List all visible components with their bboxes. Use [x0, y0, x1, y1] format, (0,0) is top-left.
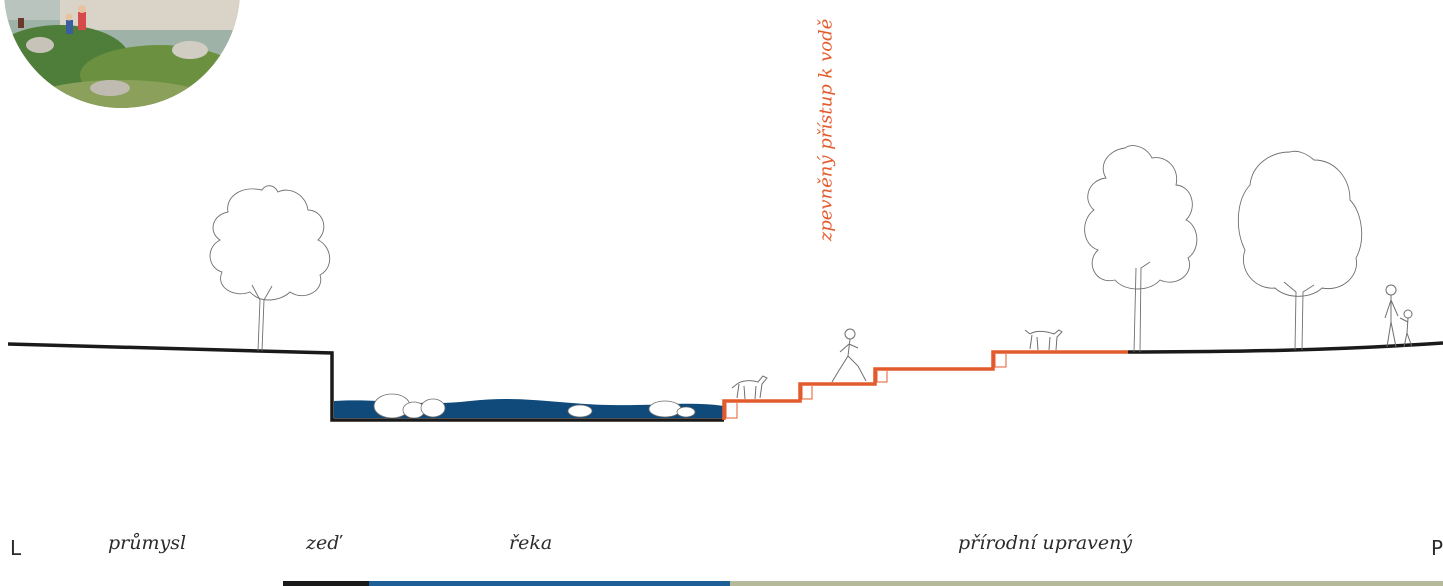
- water-access-label: zpevněný přístup k vodě: [815, 18, 837, 242]
- zone-label-river: řeka: [509, 532, 553, 554]
- photo-inset: [4, 0, 240, 108]
- zone-label-industry: průmysl: [108, 532, 187, 554]
- step-risers: [725, 354, 1007, 419]
- ground-right: [1127, 341, 1443, 354]
- water-access-steps: [722, 350, 1128, 420]
- family-icon: [1384, 284, 1413, 348]
- right-bank-marker: P: [1431, 536, 1443, 560]
- zone-label-wall: zeď: [306, 532, 340, 554]
- ground-left: [7, 342, 724, 422]
- left-bank-marker: L: [10, 536, 22, 560]
- legend-bar-natural: [730, 581, 1443, 586]
- legend-bar-river: [369, 581, 730, 586]
- tree-icon: [1237, 150, 1363, 351]
- zone-label-natural: přírodní upravený: [958, 532, 1133, 554]
- dog-icon: [1024, 329, 1063, 351]
- tree-icon: [1084, 145, 1198, 353]
- jogger-icon: [831, 328, 867, 383]
- dog-icon: [731, 375, 768, 400]
- tree-icon: [209, 185, 331, 352]
- legend-bar-wall: [283, 581, 369, 586]
- boulder-icon: [373, 393, 696, 419]
